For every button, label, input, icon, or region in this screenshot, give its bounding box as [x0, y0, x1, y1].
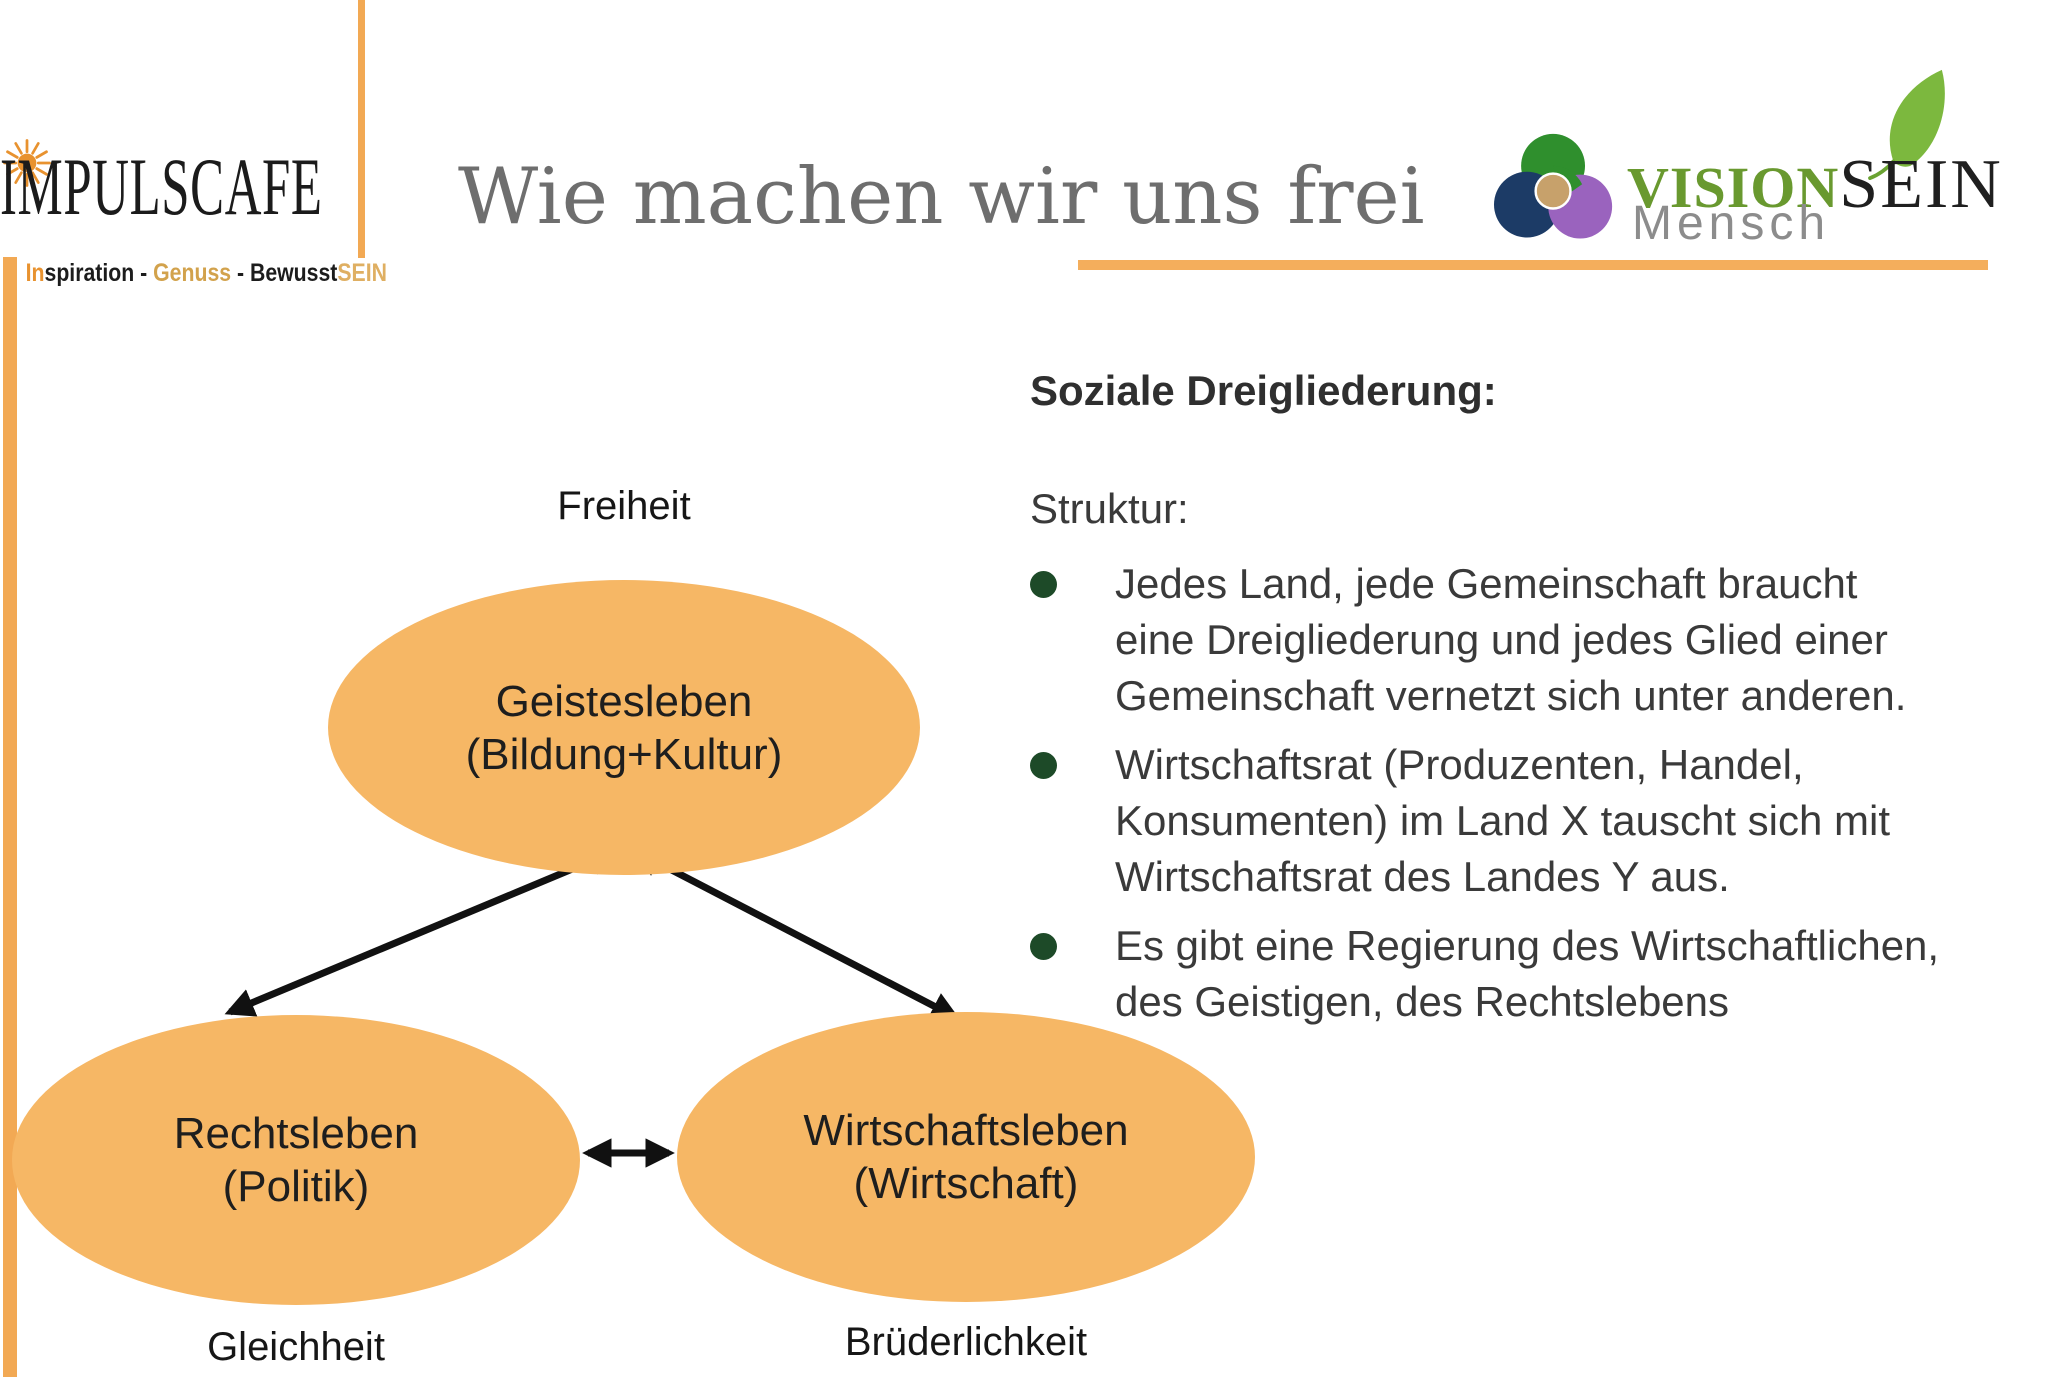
tagline-part: In [25, 259, 45, 287]
bullet-item: Wirtschaftsrat (Produzenten, Handel, Kon… [1030, 737, 2030, 905]
caption-bruederlichkeit: Brüderlichkeit [844, 1320, 1088, 1364]
node-label: Rechtsleben (Politik) [173, 1109, 419, 1211]
left-accent-bar [3, 257, 17, 1377]
tagline-part: Bewusst [249, 259, 338, 287]
panel-subheading: Struktur: [1030, 485, 1189, 532]
header-underline-rule [1078, 260, 1988, 270]
sun-icon [3, 139, 51, 187]
brand-tagline: Inspiration - Genuss - BewusstSEIN [2, 236, 387, 311]
bullet-dot-icon [1030, 933, 1057, 960]
tagline-part: SEIN [337, 259, 387, 287]
mensch-word: Mensch [1632, 197, 1831, 250]
sein-word: SEIN [1839, 146, 2003, 223]
tagline-part: - [134, 259, 154, 287]
visionsein-wordmark: VISIONSEIN [1627, 150, 2003, 220]
bullet-item: Jedes Land, jede Gemeinschaft braucht ei… [1030, 556, 2030, 724]
node-rechtsleben: Rechtsleben (Politik) [12, 1015, 580, 1305]
swirl-logo-icon [1494, 133, 1613, 239]
edge-geistesleben-rechtsleben [224, 847, 619, 1017]
edge-geistesleben-wirtschaftsleben [631, 848, 961, 1021]
vision-word: VISION [1627, 155, 1840, 220]
bullet-text: Es gibt eine Regierung des Wirtschaftlic… [1115, 922, 1940, 1025]
caption-freiheit: Freiheit [557, 484, 691, 528]
tagline-part: Genuss [153, 259, 232, 287]
bullet-item: Es gibt eine Regierung des Wirtschaftlic… [1030, 918, 2030, 1030]
header-vertical-divider [358, 0, 365, 258]
leaf-icon [1868, 69, 1945, 180]
bullet-dot-icon [1030, 571, 1057, 598]
panel-heading: Soziale Dreigliederung: [1030, 367, 1497, 414]
bullet-dot-icon [1030, 752, 1057, 779]
caption-gleichheit: Gleichheit [207, 1325, 385, 1369]
tagline-part: - [231, 259, 250, 287]
bullet-list: Jedes Land, jede Gemeinschaft braucht ei… [1030, 556, 2030, 1043]
brand-name: IMPULSCAFE [0, 141, 323, 232]
node-label: Wirtschaftsleben (Wirtschaft) [803, 1106, 1129, 1208]
bullet-text: Jedes Land, jede Gemeinschaft braucht ei… [1115, 560, 1907, 719]
node-wirtschaftsleben: Wirtschaftsleben (Wirtschaft) [677, 1012, 1255, 1302]
slide-title: Wie machen wir uns frei [458, 152, 1425, 242]
tagline-part: spiration [44, 259, 135, 287]
bullet-text: Wirtschaftsrat (Produzenten, Handel, Kon… [1115, 741, 1891, 900]
node-geistesleben: Geistesleben (Bildung+Kultur) [328, 580, 920, 875]
node-label: Geistesleben (Bildung+Kultur) [465, 676, 783, 779]
